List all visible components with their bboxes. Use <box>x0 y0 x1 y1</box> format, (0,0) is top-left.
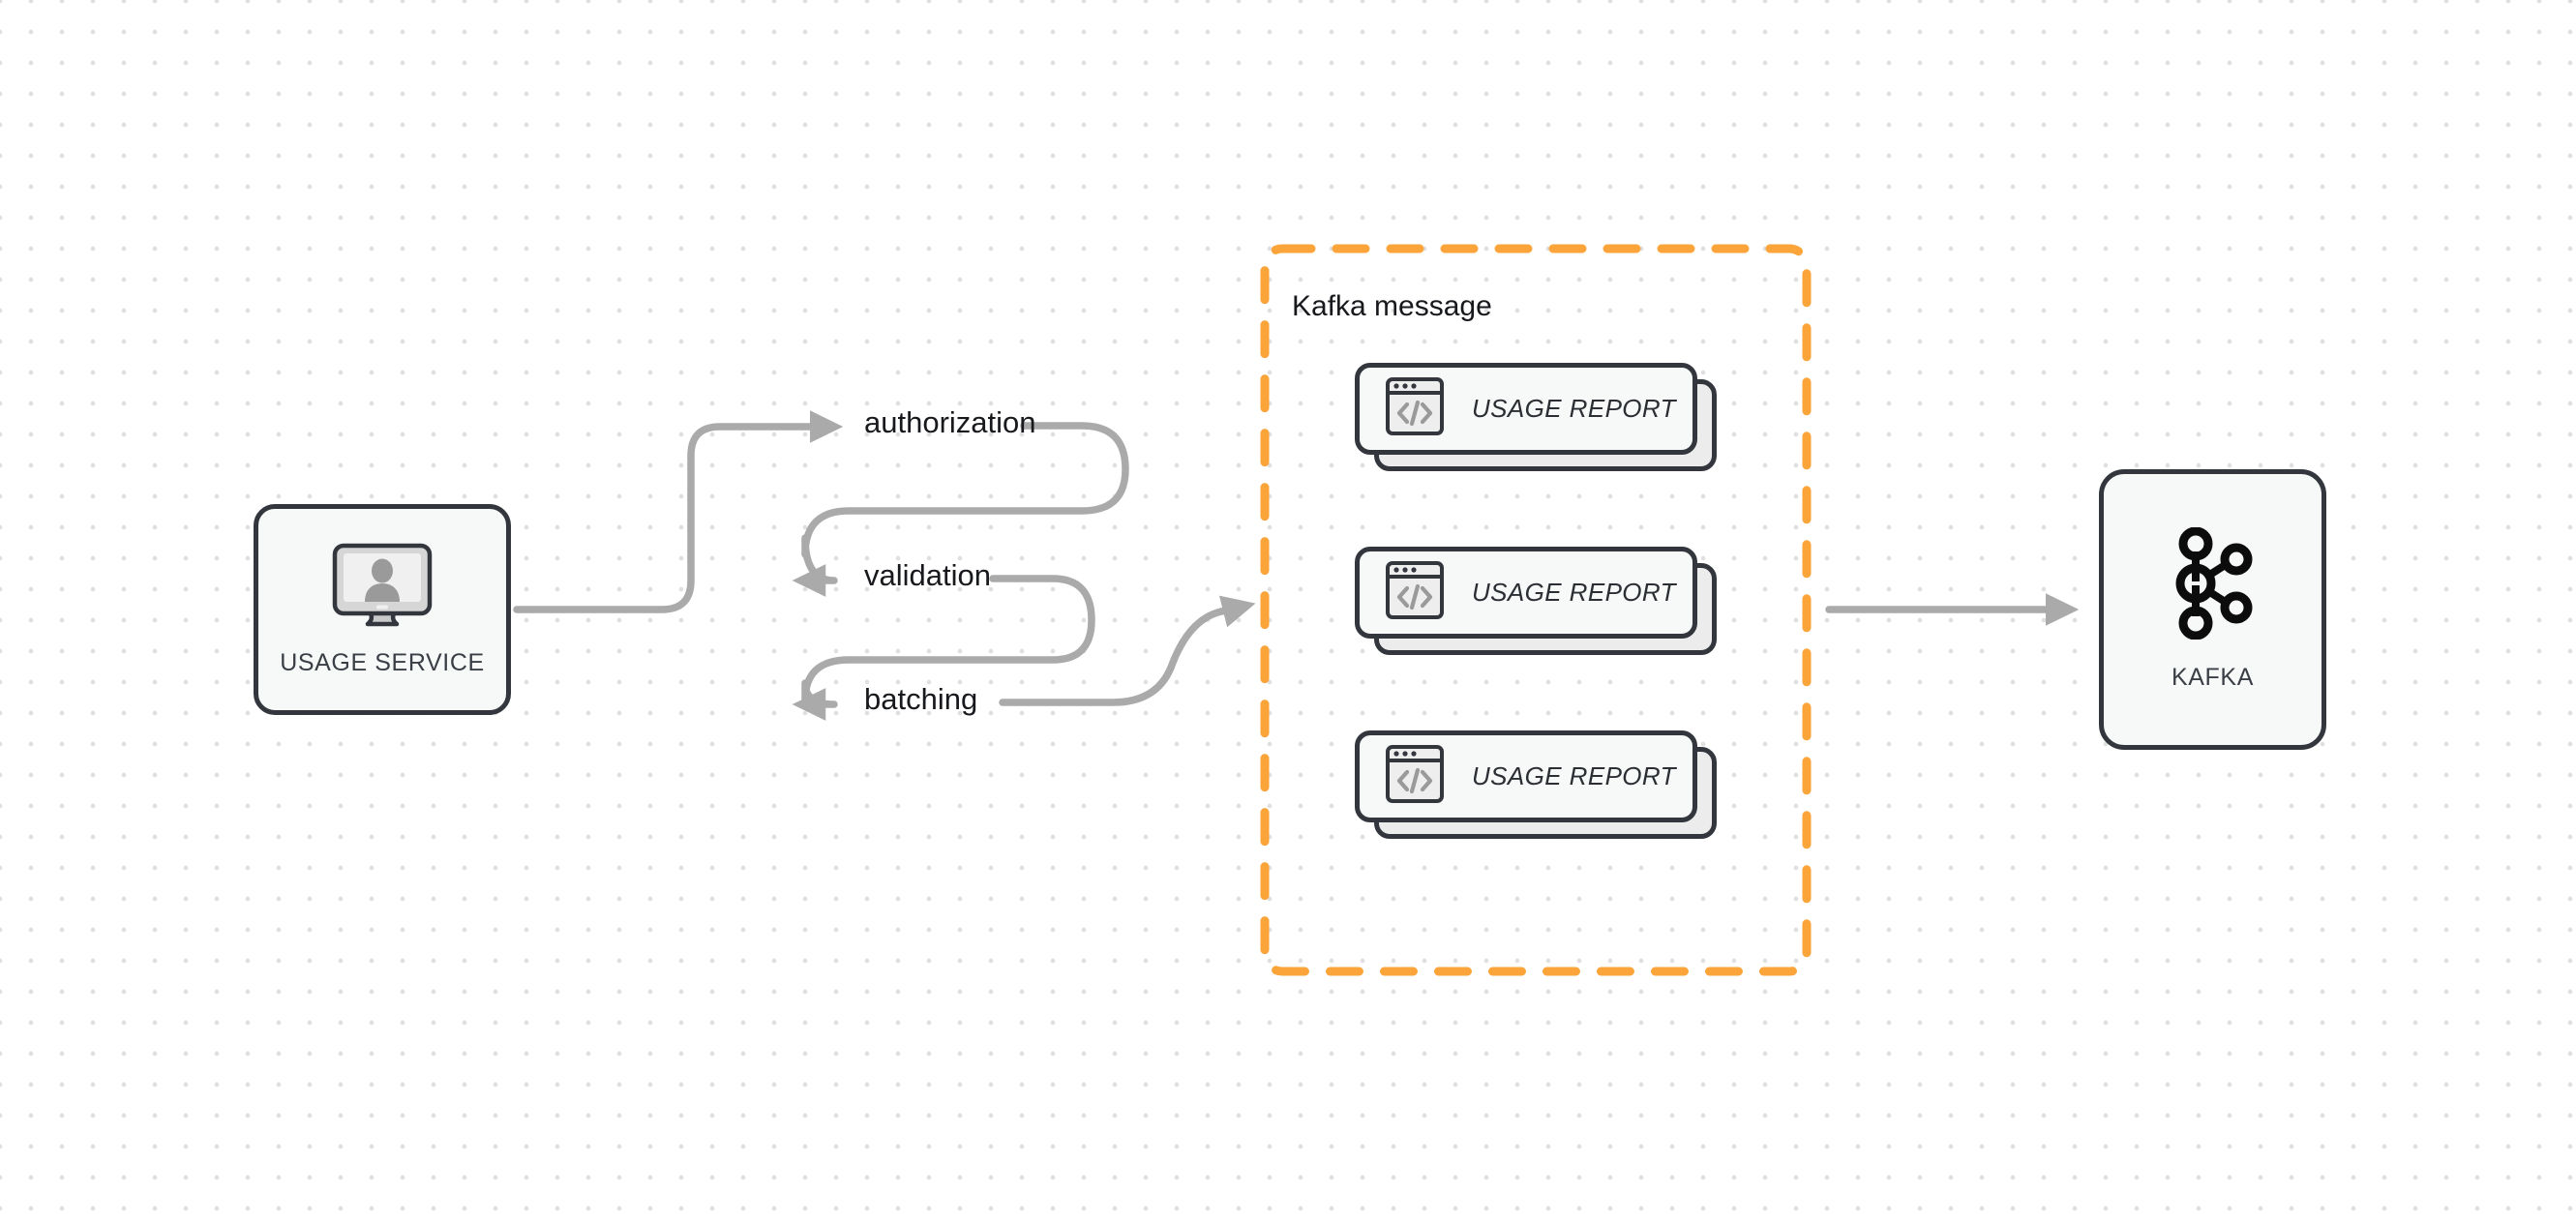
code-window-icon <box>1385 744 1445 809</box>
card-label: USAGE REPORT <box>1472 761 1676 790</box>
card-usage-report[interactable]: USAGE REPORT <box>1355 547 1717 655</box>
card-face: USAGE REPORT <box>1355 547 1697 639</box>
node-kafka[interactable]: KAFKA <box>2099 469 2326 750</box>
dashed-border <box>1260 244 1812 976</box>
connector-usage-service-to-authorization <box>513 410 844 613</box>
step-label-validation[interactable]: validation <box>864 558 991 592</box>
node-usage-service[interactable]: USAGE SERVICE <box>254 504 511 715</box>
step-label-batching[interactable]: batching <box>864 682 978 716</box>
group-kafka-message[interactable]: Kafka message <box>1260 244 1812 976</box>
card-usage-report[interactable]: USAGE REPORT <box>1355 730 1717 839</box>
connector-authorization-to-validation <box>792 422 1129 597</box>
monitor-user-icon <box>330 542 434 636</box>
kafka-logo-icon <box>2172 526 2255 644</box>
card-label: USAGE REPORT <box>1472 394 1676 423</box>
card-face: USAGE REPORT <box>1355 730 1697 822</box>
card-usage-report[interactable]: USAGE REPORT <box>1355 363 1717 471</box>
code-window-icon <box>1385 376 1445 441</box>
connector-batching-to-kafka-message <box>999 595 1256 706</box>
step-label-authorization[interactable]: authorization <box>864 405 1036 439</box>
group-kafka-message-title: Kafka message <box>1292 290 1492 322</box>
card-label: USAGE REPORT <box>1472 578 1676 607</box>
node-kafka-label: KAFKA <box>2172 664 2254 691</box>
node-usage-service-label: USAGE SERVICE <box>280 649 485 676</box>
code-window-icon <box>1385 560 1445 625</box>
card-face: USAGE REPORT <box>1355 363 1697 455</box>
